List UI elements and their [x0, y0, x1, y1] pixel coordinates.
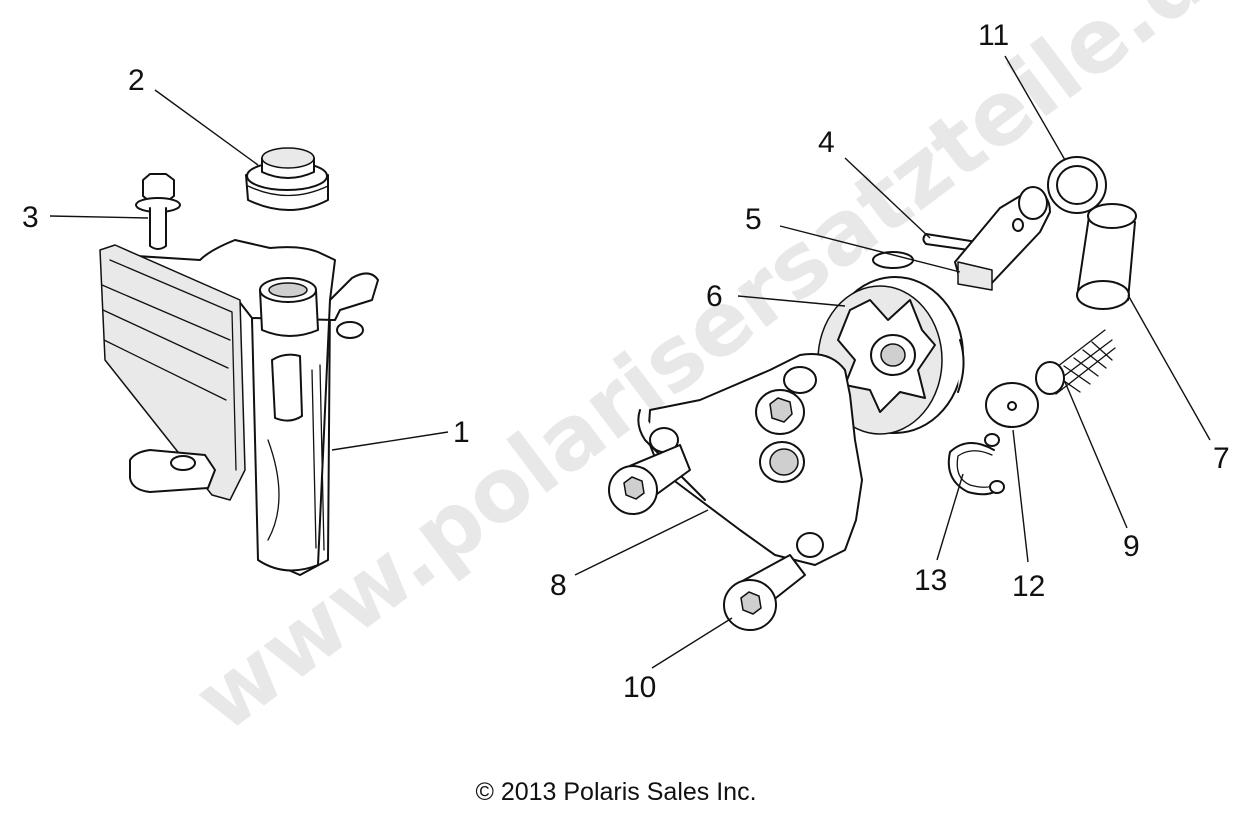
- leader-12: [1012, 429, 1029, 563]
- leader-lines: [49, 55, 1211, 669]
- callout-12: 12: [1012, 570, 1045, 603]
- leader-13: [936, 473, 964, 561]
- part-5-shaft: [954, 186, 1051, 291]
- part-10-screws: [608, 444, 806, 631]
- leader-5: [779, 225, 961, 273]
- leader-11: [1004, 55, 1066, 161]
- part-9-spring: [1035, 329, 1116, 395]
- callout-6: 6: [706, 280, 723, 313]
- leader-1: [331, 431, 449, 451]
- callout-4: 4: [818, 126, 835, 159]
- part-7-relief-plunger: [1076, 203, 1137, 310]
- part-6-pump-rotor: [817, 251, 965, 435]
- part-1-oil-pickup-housing: [99, 239, 379, 576]
- part-8-pump-cover: [637, 353, 863, 566]
- callout-1: 1: [453, 416, 470, 449]
- copyright-notice: © 2013 Polaris Sales Inc.: [475, 778, 757, 806]
- leader-4: [844, 157, 931, 239]
- leader-7: [1127, 294, 1211, 441]
- watermark-text: www.polarisersatzteile.de: [176, 0, 1258, 752]
- part-2-plug: [245, 147, 329, 211]
- leader-3: [49, 215, 149, 219]
- callout-13: 13: [914, 564, 947, 597]
- callout-5: 5: [745, 203, 762, 236]
- leader-2: [154, 89, 259, 166]
- callout-10: 10: [623, 671, 656, 704]
- part-3-bolt: [135, 173, 181, 250]
- leader-8: [574, 509, 709, 576]
- callout-2: 2: [128, 64, 145, 97]
- leader-10: [651, 617, 733, 669]
- callout-9: 9: [1123, 530, 1140, 563]
- callout-8: 8: [550, 569, 567, 602]
- callout-3: 3: [22, 201, 39, 234]
- leader-9: [1064, 381, 1128, 529]
- callout-7: 7: [1213, 442, 1230, 475]
- callout-labels: 1 2 3 4 5 6 7 8 9 10 11 12 13: [22, 19, 1230, 704]
- part-11-washer: [1047, 156, 1107, 214]
- part-13-retaining-ring: [947, 433, 1005, 496]
- callout-11: 11: [978, 19, 1009, 52]
- part-12-flat-washer: [985, 382, 1039, 428]
- leader-6: [737, 295, 846, 307]
